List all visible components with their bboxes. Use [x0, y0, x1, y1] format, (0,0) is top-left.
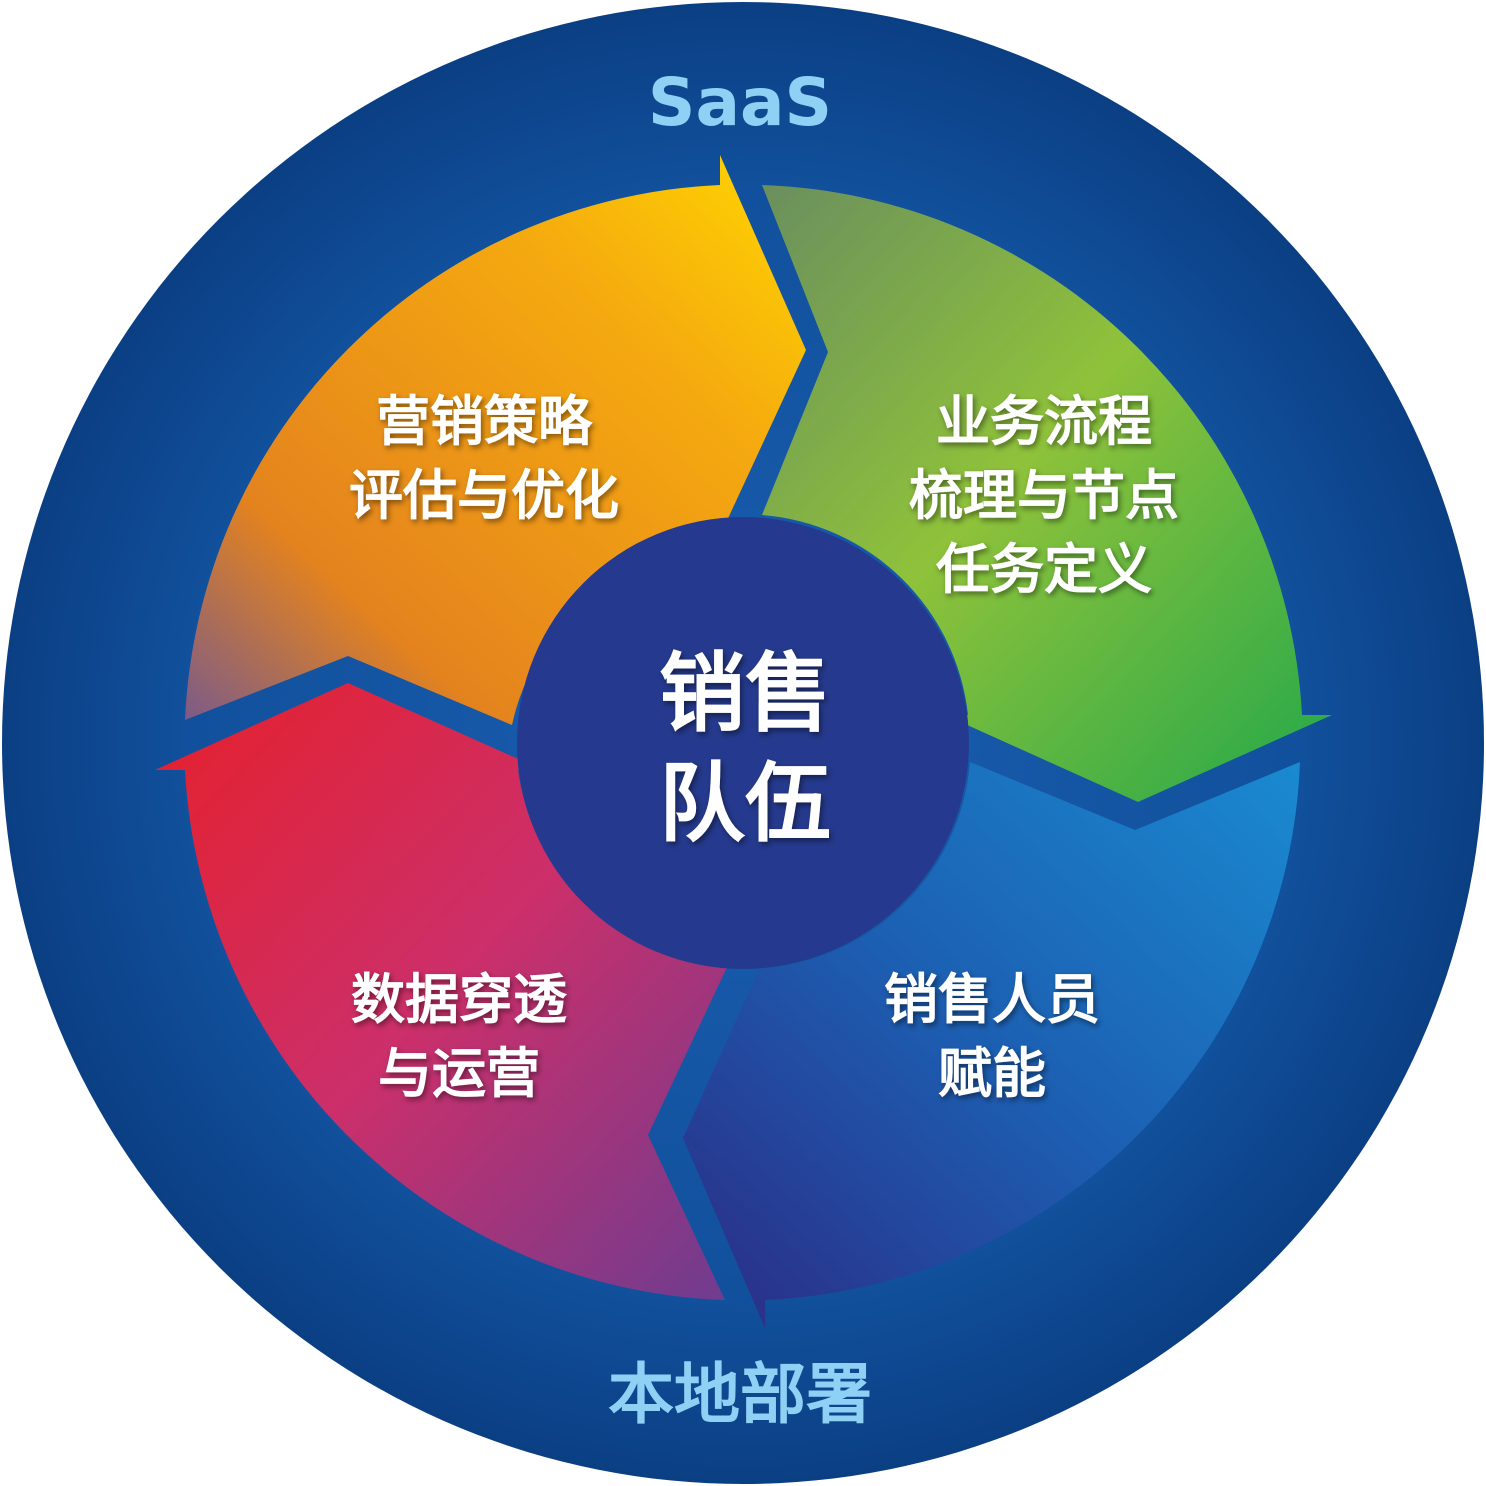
segment-enablement-label-line-2: 赋能 [938, 1042, 1046, 1105]
segment-strategy-arrow [185, 155, 806, 725]
outer-label-bottom: 本地部署 [608, 1356, 872, 1433]
segment-strategy-label-line-1: 营销策略 [376, 390, 593, 453]
segment-data-arrow [155, 683, 728, 1300]
segment-data-label-line-1: 数据穿透 [351, 968, 568, 1031]
segment-process-label-line-2: 梳理与节点 [909, 464, 1179, 527]
segment-process-arrow [762, 185, 1332, 802]
center-label-line-2: 队伍 [659, 754, 831, 854]
segment-strategy-label-line-2: 评估与优化 [349, 464, 619, 527]
outer-label-top: SaaS [648, 64, 832, 141]
segment-enablement-label-line-1: 销售人员 [884, 968, 1100, 1031]
center-label-line-1: 销售 [659, 644, 831, 744]
segment-data-label-line-2: 与运营 [378, 1042, 540, 1105]
segment-enablement-arrow [683, 762, 1300, 1328]
center-circle [517, 517, 969, 969]
segment-process-label-line-1: 业务流程 [936, 390, 1152, 453]
segment-process-label-line-3: 任务定义 [936, 538, 1152, 601]
